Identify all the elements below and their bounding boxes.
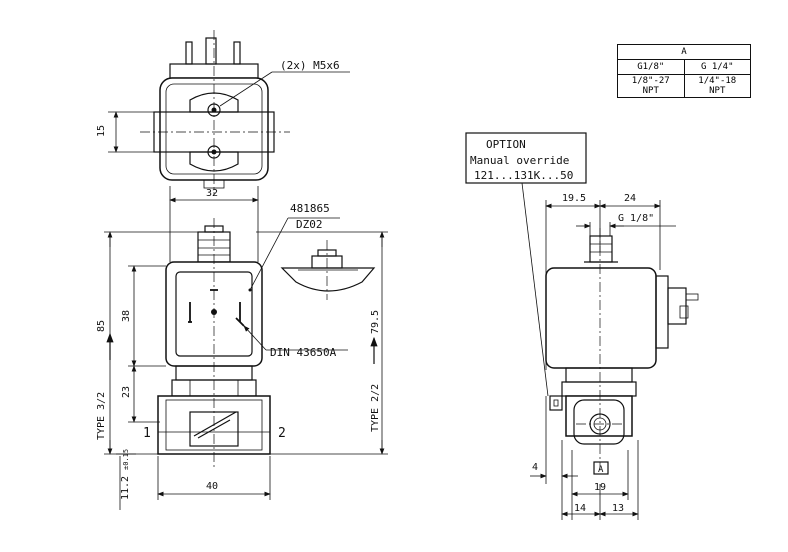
dim-19-5-label: 19.5 bbox=[562, 193, 586, 204]
type-22-label: TYPE 2/2 bbox=[370, 384, 381, 432]
side-view bbox=[465, 132, 699, 520]
thread-table-header: A bbox=[617, 44, 751, 60]
option-title: OPTION bbox=[486, 138, 526, 151]
tolerance-label: ±0.15 bbox=[122, 449, 130, 470]
dim-14-label: 14 bbox=[574, 503, 586, 514]
option-text: Manual override bbox=[470, 154, 569, 167]
mark-a-label: A bbox=[598, 465, 604, 475]
dim-40-label: 40 bbox=[206, 481, 218, 492]
thread-cell: G 1/4" bbox=[683, 59, 751, 75]
dim-85-label: 85 bbox=[96, 320, 107, 332]
port-2-label: 2 bbox=[278, 426, 286, 441]
dim-32-label: 32 bbox=[206, 188, 218, 199]
thread-cell: 1/4"-18 NPT bbox=[683, 74, 751, 98]
part-code-label: DZ02 bbox=[296, 218, 323, 231]
option-code: 121...131K...50 bbox=[474, 169, 573, 182]
dim-11-2-label: 11.2 bbox=[120, 476, 131, 500]
dim-13-label: 13 bbox=[612, 503, 624, 514]
dim-19-label: 19 bbox=[594, 482, 606, 493]
front-view bbox=[104, 186, 388, 510]
din-label: DIN 43650A bbox=[270, 346, 337, 359]
type-32-label: TYPE 3/2 bbox=[96, 392, 107, 440]
dim-23-label: 23 bbox=[121, 386, 132, 398]
dim-38-label: 38 bbox=[121, 310, 132, 322]
thread-table: A G1/8" G 1/4" 1/8"-27 NPT 1/4"-18 NPT bbox=[617, 44, 751, 98]
screws-label: (2x) M5x6 bbox=[280, 59, 340, 72]
dim-15-label: 15 bbox=[96, 125, 107, 137]
dim-4-label: 4 bbox=[532, 462, 538, 473]
thread-cell: G1/8" bbox=[617, 59, 685, 75]
top-view bbox=[108, 30, 350, 195]
dim-24-label: 24 bbox=[624, 193, 636, 204]
dim-79-5-label: 79.5 bbox=[370, 310, 381, 334]
part-no-label: 481865 bbox=[290, 202, 330, 215]
port-1-label: 1 bbox=[143, 426, 151, 441]
g18-label: G 1/8" bbox=[618, 213, 654, 224]
thread-cell: 1/8"-27 NPT bbox=[617, 74, 685, 98]
